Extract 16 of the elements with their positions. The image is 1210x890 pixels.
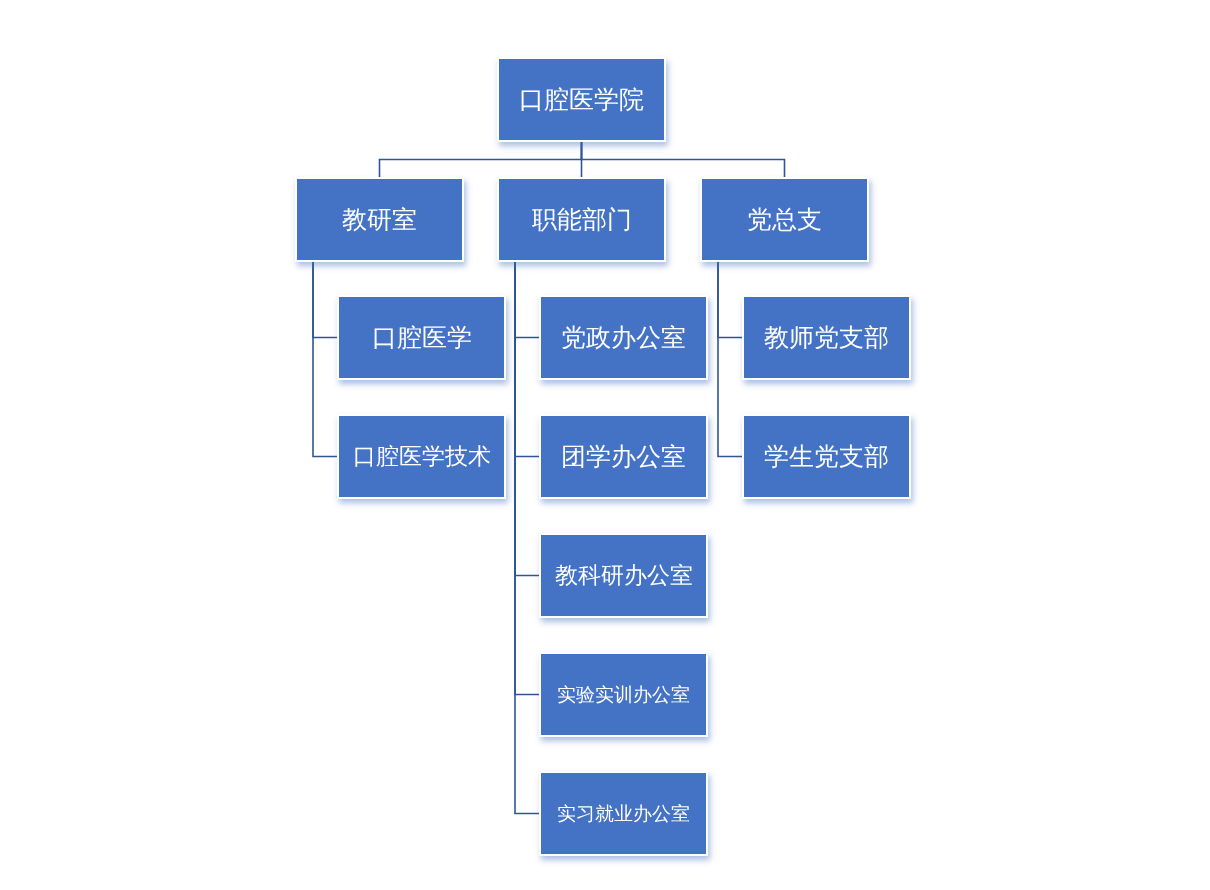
org-box: 实验实训办公室 bbox=[539, 652, 708, 737]
org-box: 党总支 bbox=[700, 177, 869, 262]
org-box: 党政办公室 bbox=[539, 295, 708, 380]
org-box: 教科研办公室 bbox=[539, 533, 708, 618]
org-box: 口腔医学 bbox=[337, 295, 506, 380]
connector-line bbox=[312, 261, 338, 458]
org-box: 团学办公室 bbox=[539, 414, 708, 499]
connector-line bbox=[580, 141, 786, 178]
org-box: 学生党支部 bbox=[742, 414, 911, 499]
org-box: 口腔医学院 bbox=[497, 57, 666, 142]
org-box: 教师党支部 bbox=[742, 295, 911, 380]
org-box: 教研室 bbox=[295, 177, 464, 262]
org-box: 实习就业办公室 bbox=[539, 771, 708, 856]
org-box: 职能部门 bbox=[497, 177, 666, 262]
org-box: 口腔医学技术 bbox=[337, 414, 506, 499]
connector-line bbox=[717, 261, 743, 458]
